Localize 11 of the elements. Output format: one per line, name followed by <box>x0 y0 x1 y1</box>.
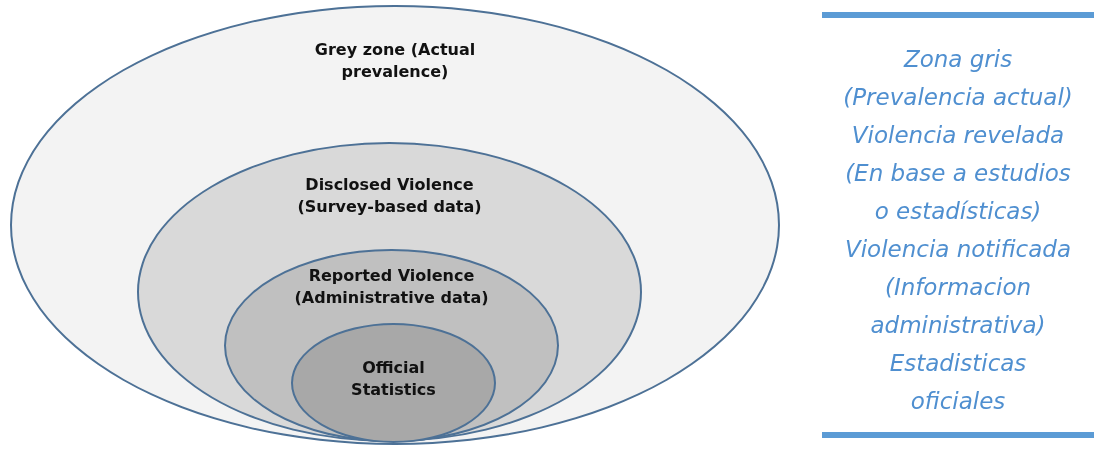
zone-label: Official Statistics <box>350 357 437 401</box>
translation-text: Zona gris <box>902 45 1014 74</box>
zone-label: Reported Violence (Administrative data) <box>293 265 490 309</box>
zone-label: Grey zone (Actual prevalence) <box>313 39 477 83</box>
translation-text: Violencia revelada <box>850 121 1066 150</box>
translation-text: Estadisticas oficiales <box>888 349 1028 416</box>
translation-text: (Informacion administrativa) <box>869 273 1047 340</box>
translation-text: (Prevalencia actual) <box>842 83 1074 112</box>
zone-label: Disclosed Violence (Survey-based data) <box>296 174 483 218</box>
translation-text: Violencia notificada <box>843 235 1073 264</box>
translation-text: (En base a estudios o estadísticas) <box>844 159 1072 226</box>
